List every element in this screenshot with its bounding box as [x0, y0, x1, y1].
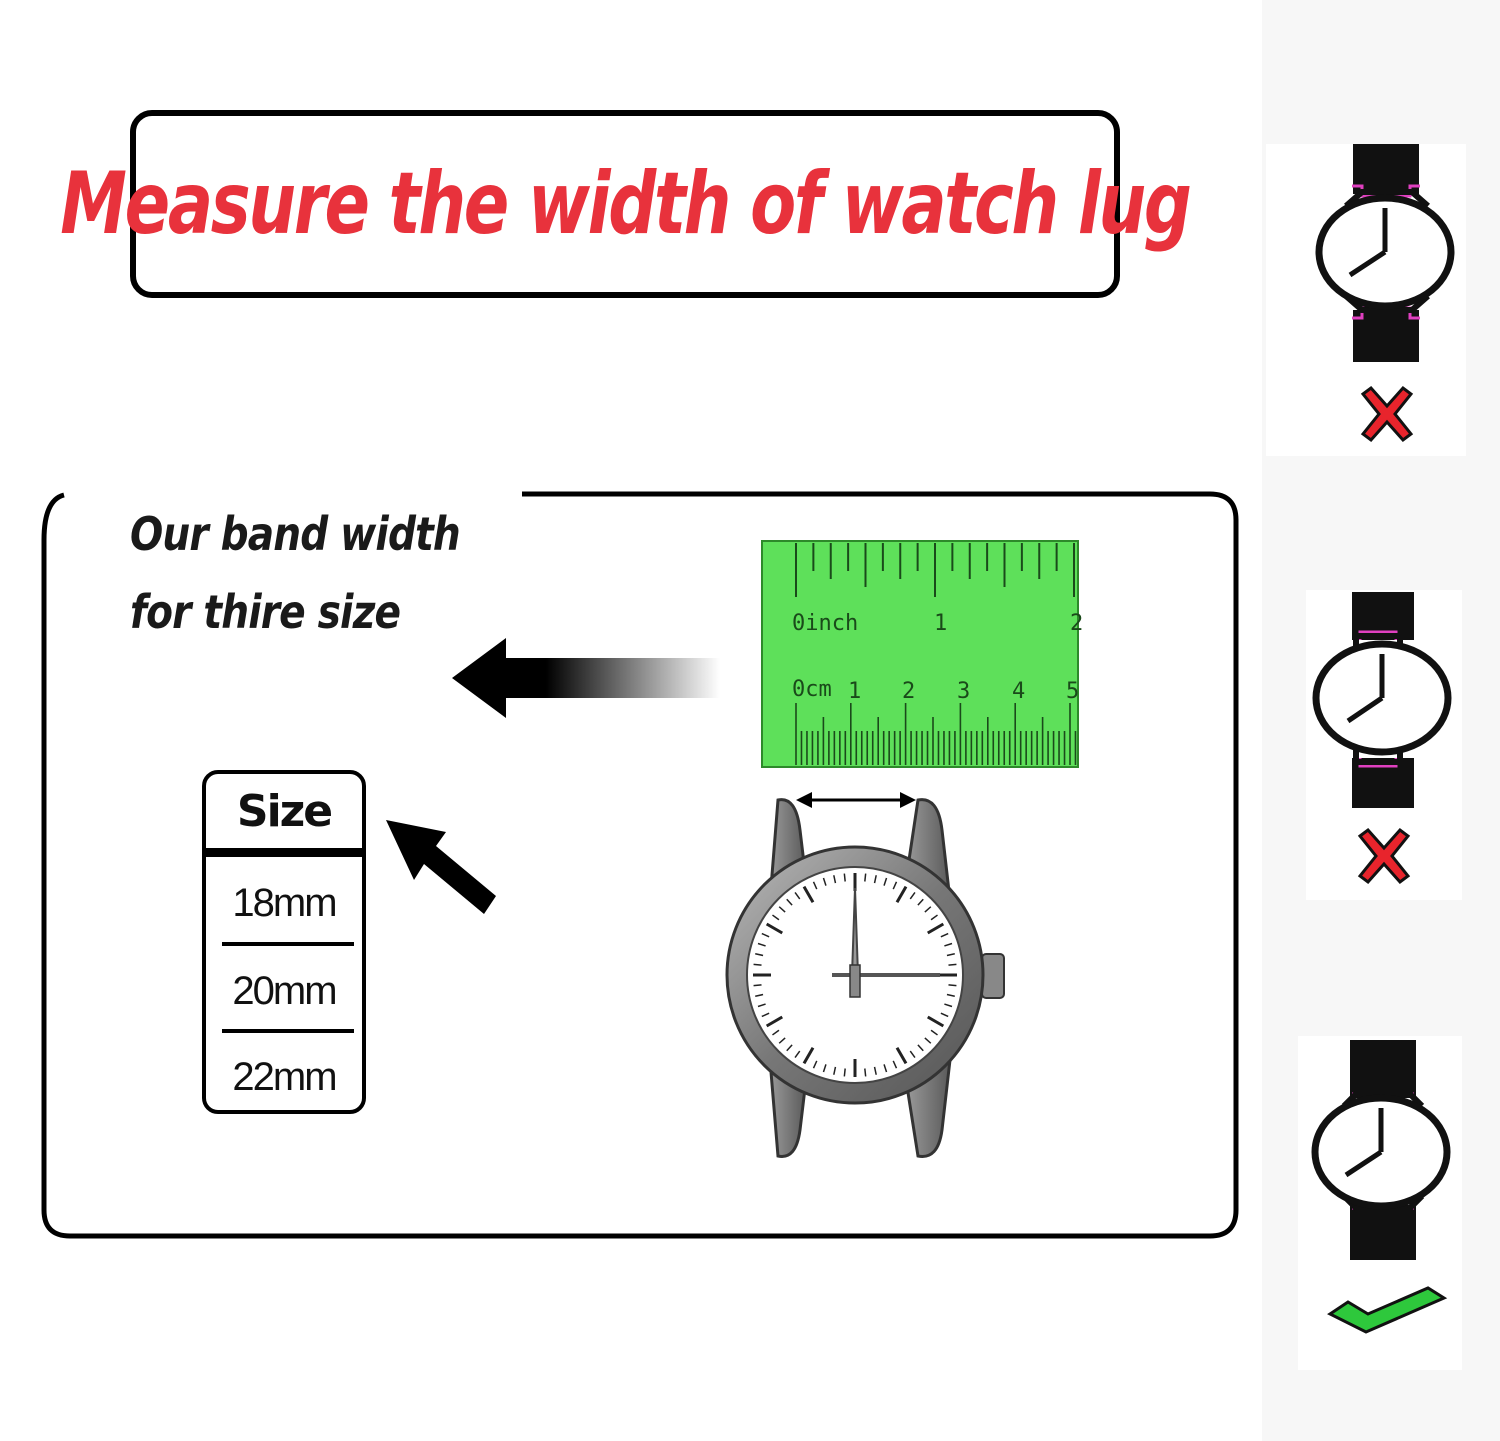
dial-tick	[753, 984, 762, 987]
dial-tick	[924, 906, 932, 913]
dial-tick	[864, 1068, 867, 1077]
dial-tick	[843, 1068, 846, 1077]
dial-tick	[883, 1064, 888, 1073]
dial-tick	[822, 1064, 827, 1073]
watch-icon-wrong-1	[1315, 144, 1455, 362]
dial-tick	[755, 993, 764, 997]
dial-tick	[873, 1066, 877, 1075]
size-row-20: 20mm	[232, 969, 337, 1013]
dial-tick	[864, 873, 867, 882]
cross-icon	[1360, 385, 1414, 443]
dial-tick	[755, 953, 764, 957]
dial-tick	[761, 1012, 770, 1018]
checkmark-icon	[1327, 1286, 1448, 1334]
dial-tick	[940, 1012, 949, 1018]
dial-ticks	[753, 873, 957, 1077]
dial-tick	[757, 942, 766, 947]
dial-tick	[794, 892, 801, 900]
dial-tick	[753, 963, 762, 966]
band-width-line-2: for thire size	[130, 585, 401, 639]
size-row-22: 22mm	[232, 1055, 337, 1099]
dial-tick	[924, 1037, 932, 1044]
cm-tick-label: 5	[1066, 679, 1079, 704]
ruler-body	[761, 540, 1079, 768]
dial-tick	[778, 906, 786, 913]
inch-zero-label: 0inch	[792, 611, 858, 636]
dial-tick	[926, 1015, 945, 1028]
size-table: Size 18mm 20mm 22mm	[202, 770, 366, 1114]
inch-tick-label: 1	[934, 611, 947, 636]
dial-tick	[794, 1050, 801, 1058]
size-divider	[222, 942, 354, 946]
band-width-caption: Our band width for thire size	[130, 495, 461, 651]
dial-tick	[909, 892, 916, 900]
cm-tick-label: 3	[957, 679, 970, 704]
dial-tick	[892, 881, 898, 890]
size-table-header: Size	[236, 786, 333, 837]
dial-tick	[833, 875, 837, 884]
dial-tick	[940, 932, 949, 938]
dial-tick	[946, 993, 955, 997]
size-header-divider	[206, 848, 362, 857]
size-divider	[222, 1029, 354, 1033]
watch-icon-wrong-2	[1312, 592, 1452, 808]
dial-tick	[892, 1060, 898, 1069]
dial-tick	[772, 1029, 780, 1036]
dial-tick	[895, 885, 908, 904]
dial-tick	[930, 1029, 938, 1036]
cm-tick-label: 2	[902, 679, 915, 704]
inch-ticks	[795, 543, 1075, 597]
dial-tick	[765, 1015, 784, 1028]
cm-zero-label: 0cm	[792, 677, 832, 702]
cm-tick-label: 4	[1012, 679, 1025, 704]
page-title: Measure the width of watch lug	[60, 154, 1192, 254]
dial-tick	[761, 932, 770, 938]
dial-tick	[895, 1046, 908, 1065]
dial-tick	[786, 898, 793, 906]
dial-tick	[786, 1044, 793, 1052]
dial-tick	[948, 984, 957, 987]
dial-tick	[944, 942, 953, 947]
dial-tick	[873, 875, 877, 884]
cm-ticks	[795, 703, 1077, 765]
dial-tick	[812, 881, 818, 890]
dial-tick	[883, 877, 888, 886]
dial-tick	[802, 885, 815, 904]
watch-icon-correct	[1311, 1040, 1451, 1260]
dial-tick	[843, 873, 846, 882]
dial-tick	[944, 1003, 953, 1008]
dial-tick	[926, 922, 945, 935]
dial-tick	[909, 1050, 916, 1058]
band-width-line-1: Our band width	[130, 507, 461, 561]
dial-tick	[757, 1003, 766, 1008]
dial-tick	[930, 914, 938, 921]
dial-tick	[812, 1060, 818, 1069]
dial-tick	[772, 914, 780, 921]
dial-tick	[822, 877, 827, 886]
inch-tick-label: 2	[1070, 611, 1083, 636]
dial-tick	[765, 922, 784, 935]
dial-tick	[917, 1044, 924, 1052]
cross-icon	[1357, 827, 1411, 885]
dial-tick	[946, 953, 955, 957]
dial-tick	[917, 898, 924, 906]
title-box: Measure the width of watch lug	[60, 110, 1192, 298]
dial-tick	[948, 963, 957, 966]
dial-tick	[778, 1037, 786, 1044]
dial-tick	[833, 1066, 837, 1075]
cm-tick-label: 1	[848, 679, 861, 704]
dial-tick	[802, 1046, 815, 1065]
size-row-18: 18mm	[232, 881, 337, 925]
